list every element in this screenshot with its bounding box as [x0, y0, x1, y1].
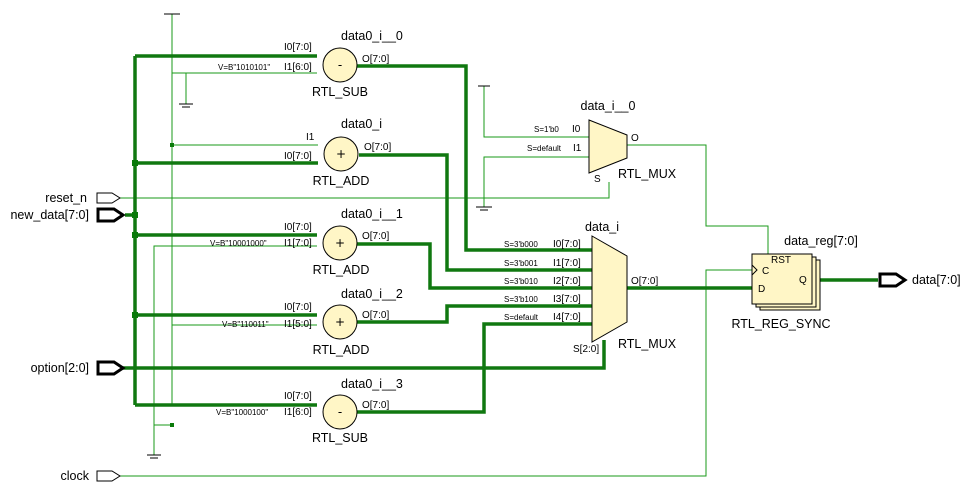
pin-label: O[7:0]	[362, 310, 389, 321]
cell-data-i[interactable]: data_i S=3'b000 S=3'b001 S=3'b010 S=3'b1…	[504, 220, 677, 355]
pin-label: RST	[771, 255, 791, 266]
operator-symbol: +	[336, 147, 346, 161]
cell-type: RTL_MUX	[618, 337, 677, 351]
pin-label: S[2:0]	[573, 344, 599, 355]
output-bus-port-icon	[878, 272, 908, 288]
cell-name: data0_i__3	[341, 377, 403, 391]
port-label-new-data: new_data[7:0]	[10, 208, 89, 222]
constant-value: V=B"1000100"	[216, 408, 268, 417]
cell-data0-i-1[interactable]: data0_i__1 I0[7:0] I1[7:0] V=B"10001000"…	[210, 207, 403, 277]
port-option[interactable]: option[2:0]	[31, 360, 126, 376]
ground-symbols	[147, 13, 492, 459]
operator-symbol: +	[335, 236, 345, 250]
pin-label: O[7:0]	[364, 142, 391, 153]
cell-data-reg[interactable]: data_reg[7:0] RST C D Q RTL_REG_SYNC	[731, 234, 857, 331]
port-label-option: option[2:0]	[31, 361, 89, 375]
pin-label: I0[7:0]	[553, 239, 581, 250]
cell-name: data0_i	[341, 117, 382, 131]
pin-label: I0[7:0]	[284, 151, 312, 162]
select-value: S=default	[504, 313, 539, 322]
bus-wires	[120, 54, 878, 414]
register-icon	[751, 253, 813, 305]
operator-symbol: -	[338, 405, 342, 419]
junction-dots	[132, 143, 174, 427]
cell-data-i-0[interactable]: data_i__0 S=1'b0 S=default I0 I1 O S RTL…	[527, 99, 677, 185]
pin-label: I3[7:0]	[553, 294, 581, 305]
mux-icon	[591, 235, 628, 343]
constant-value: V=B"10001000"	[210, 239, 267, 248]
cell-type: RTL_MUX	[618, 167, 677, 181]
pin-label: I1[7:0]	[284, 238, 312, 249]
cell-name: data_i	[585, 220, 619, 234]
cell-name: data0_i__1	[341, 207, 403, 221]
cell-type: RTL_ADD	[313, 174, 370, 188]
cell-type: RTL_REG_SYNC	[731, 317, 830, 331]
adder-icon	[322, 304, 358, 340]
pin-label: I4[7:0]	[553, 312, 581, 323]
cell-data0-i-0[interactable]: data0_i__0 I0[7:0] I1[6:0] V=B"1010101" …	[218, 29, 403, 99]
cell-name: data0_i__2	[341, 287, 403, 301]
mux-icon	[588, 119, 628, 174]
port-new-data[interactable]: new_data[7:0]	[10, 207, 126, 223]
input-bus-port-icon	[96, 360, 126, 376]
cell-name: data_reg[7:0]	[784, 234, 858, 248]
pin-label: I2[7:0]	[553, 276, 581, 287]
pin-label: I1[5:0]	[284, 319, 312, 330]
select-value: S=3'b001	[504, 259, 538, 268]
pin-label: I0[7:0]	[284, 222, 312, 233]
select-value: S=default	[527, 144, 562, 153]
select-value: S=1'b0	[534, 125, 559, 134]
pin-label: I0	[572, 124, 581, 135]
adder-icon	[322, 225, 358, 261]
cell-data0-i-2[interactable]: data0_i__2 I0[7:0] I1[5:0] V=B"110011" O…	[222, 287, 403, 357]
subtractor-icon	[322, 47, 358, 83]
subtractor-icon	[322, 394, 358, 430]
pin-label: O[7:0]	[362, 400, 389, 411]
cell-type: RTL_ADD	[313, 263, 370, 277]
cell-type: RTL_ADD	[313, 343, 370, 357]
input-port-icon	[96, 192, 121, 204]
pin-label: I0[7:0]	[284, 42, 312, 53]
cell-type: RTL_SUB	[312, 431, 368, 445]
pin-label: Q	[799, 275, 807, 286]
port-label-data-out: data[7:0]	[912, 273, 961, 287]
port-clock[interactable]: clock	[61, 469, 121, 483]
cell-data0-i-3[interactable]: data0_i__3 I0[7:0] I1[6:0] V=B"1000100" …	[216, 377, 403, 445]
operator-symbol: +	[335, 315, 345, 329]
pin-label: O[7:0]	[362, 231, 389, 242]
single-bit-wires	[120, 14, 769, 477]
select-value: S=3'b100	[504, 295, 538, 304]
port-reset-n[interactable]: reset_n	[45, 191, 121, 205]
constant-value: V=B"110011"	[222, 320, 269, 329]
pin-label: I0[7:0]	[284, 302, 312, 313]
adder-icon	[323, 136, 359, 172]
pin-label: S	[594, 174, 601, 185]
input-port-icon	[96, 470, 121, 482]
pin-label: I1[6:0]	[284, 62, 312, 73]
port-data-out[interactable]: data[7:0]	[878, 272, 961, 288]
pin-label: I0[7:0]	[284, 391, 312, 402]
pin-label: O[7:0]	[631, 276, 658, 287]
input-bus-port-icon	[96, 207, 126, 223]
clock-edge-icon	[751, 264, 758, 276]
cell-data0-i[interactable]: data0_i I1 I0[7:0] O[7:0] + RTL_ADD	[284, 117, 391, 188]
pin-label: I1	[306, 132, 315, 143]
pin-label: O	[631, 133, 639, 144]
port-label-reset-n: reset_n	[45, 191, 87, 205]
select-value: S=3'b000	[504, 240, 538, 249]
cell-name: data0_i__0	[341, 29, 403, 43]
pin-label: O[7:0]	[362, 54, 389, 65]
constant-value: V=B"1010101"	[218, 63, 270, 72]
cell-type: RTL_SUB	[312, 85, 368, 99]
cell-name: data_i__0	[581, 99, 636, 113]
pin-label: I1[7:0]	[553, 258, 581, 269]
port-label-clock: clock	[61, 469, 90, 483]
operator-symbol: -	[338, 58, 342, 72]
pin-label: I1[6:0]	[284, 407, 312, 418]
select-value: S=3'b010	[504, 277, 538, 286]
pin-label: C	[762, 266, 769, 277]
pin-label: I1	[573, 143, 582, 154]
pin-label: D	[758, 284, 765, 295]
